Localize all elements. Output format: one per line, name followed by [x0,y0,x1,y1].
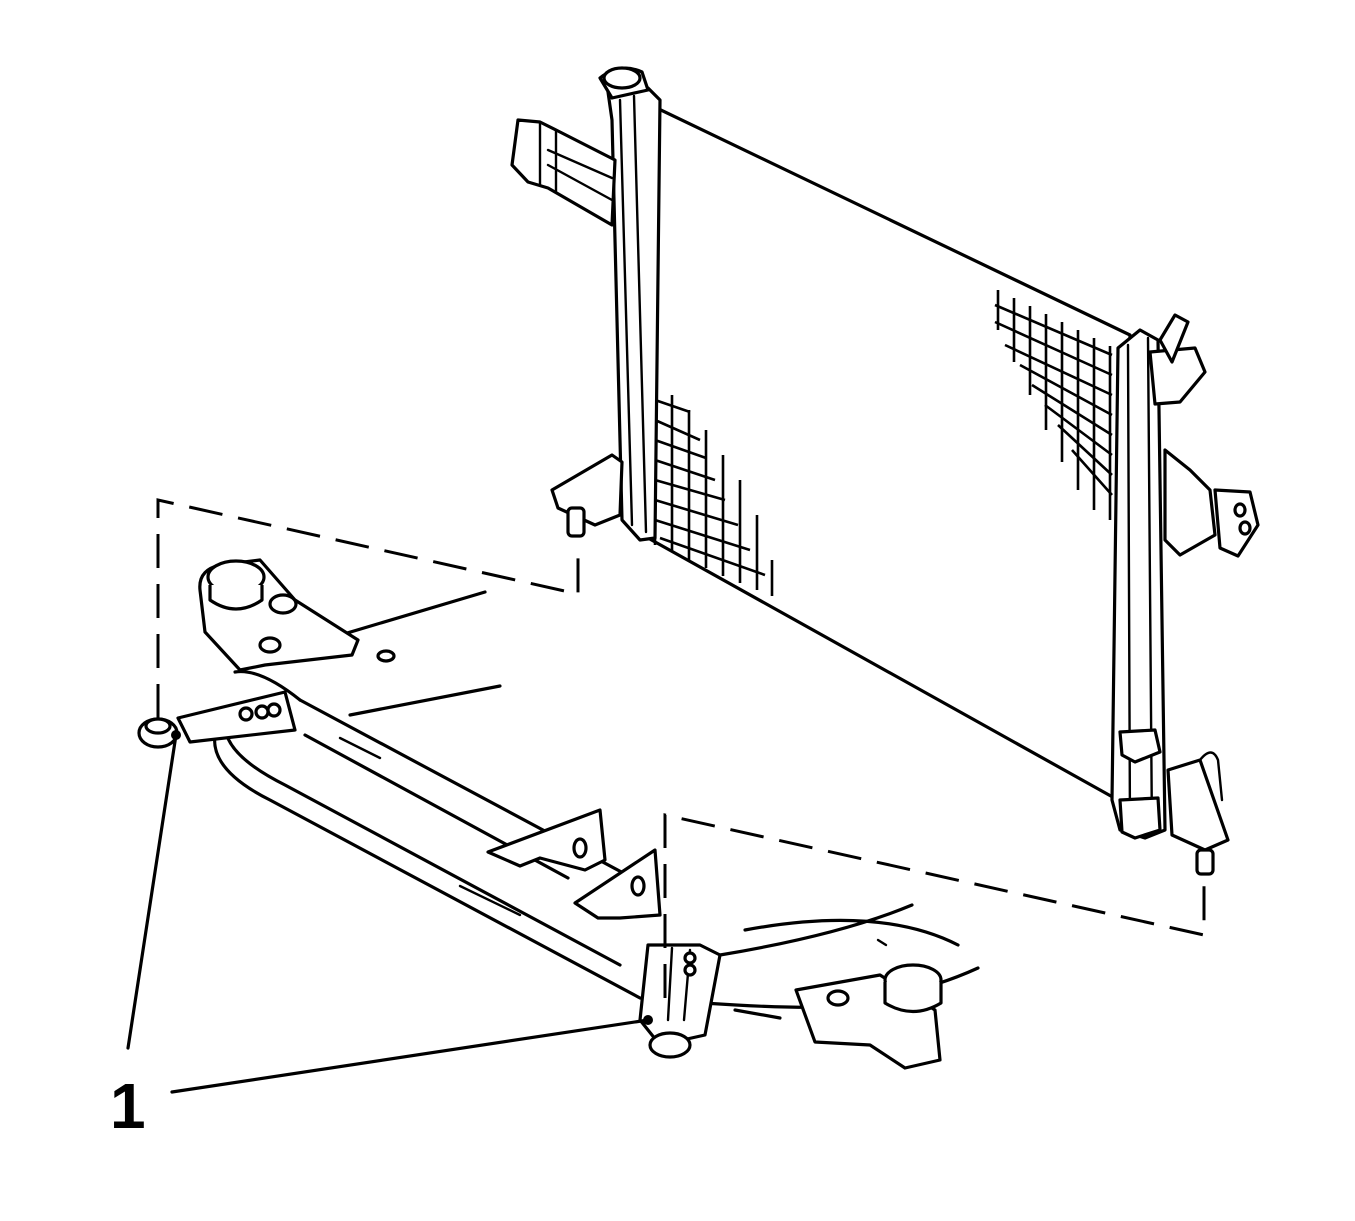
subframe-center-mount [638,943,722,1059]
alignment-guides [156,498,1206,998]
callout-leader-left [126,733,178,1050]
callout-label: 1 [110,1070,146,1142]
radiator-left-upper-bracket [510,118,617,227]
upper-hose-neck [598,66,650,100]
callout-1: 1 [110,733,650,1142]
callout-leader-center [170,1018,650,1094]
subframe-left-bracket [176,690,297,744]
lower-hose-neck [1148,313,1207,406]
radiator [510,66,1260,876]
subframe-right-mount [794,963,943,1070]
subframe-center-brackets [486,808,662,920]
radiator-core [638,98,1132,802]
radiator-left-lower-mount [550,453,624,538]
subframe-left-mount [198,558,396,672]
radiator-fin-grid-left [653,380,774,596]
fan-connector [1163,448,1260,558]
front-subframe [176,558,980,1070]
mounting-bolt-left [137,717,181,749]
radiator-fin-grid-right [994,290,1113,520]
radiator-right-lower-mount [1118,728,1230,876]
